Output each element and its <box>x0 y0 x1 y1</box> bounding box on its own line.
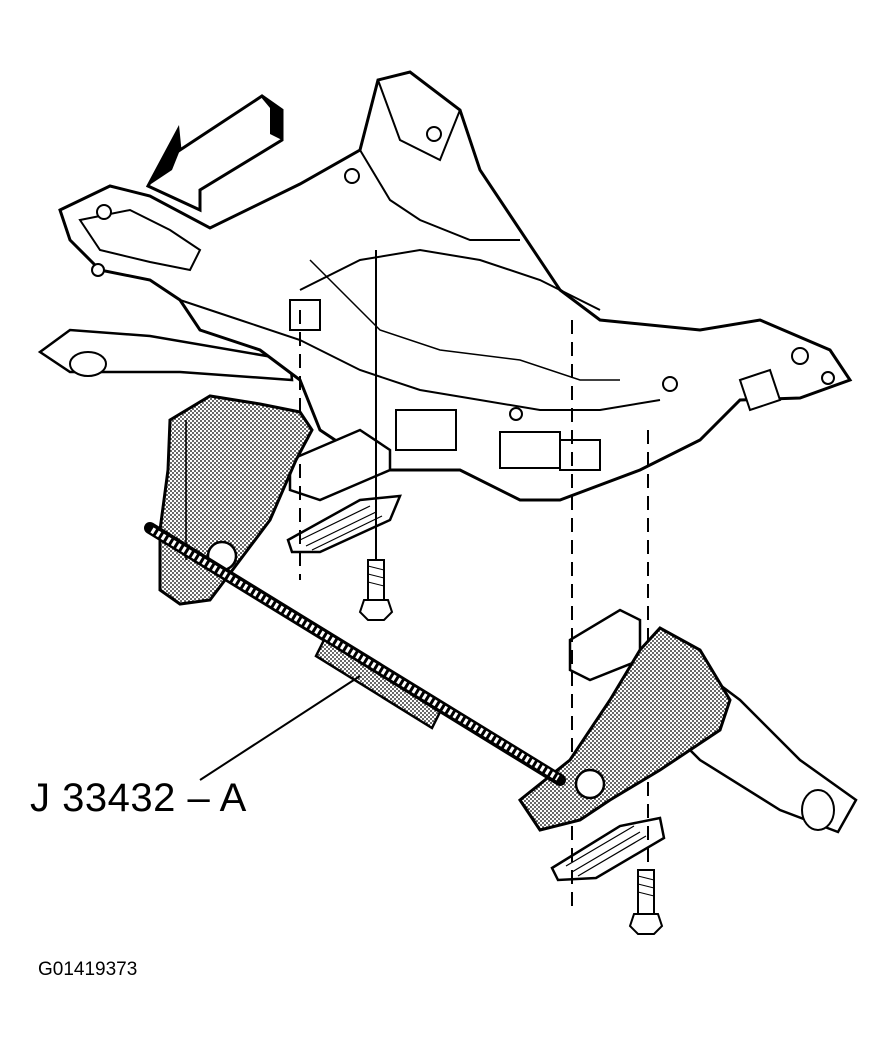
tool-callout-label: J 33432 – A <box>30 776 247 820</box>
tool-left-plate <box>158 394 314 606</box>
bolt-right <box>628 869 664 935</box>
front-crossmember <box>58 70 853 502</box>
tool-spreader-rod <box>144 522 566 786</box>
tool-right-plate <box>517 626 732 832</box>
bolt-left <box>358 559 394 621</box>
figure-id-label: G01419373 <box>38 959 138 980</box>
front-direction-arrow-icon <box>145 94 284 213</box>
left-mount-bracket <box>286 428 402 554</box>
callout-leader-line <box>199 675 361 781</box>
